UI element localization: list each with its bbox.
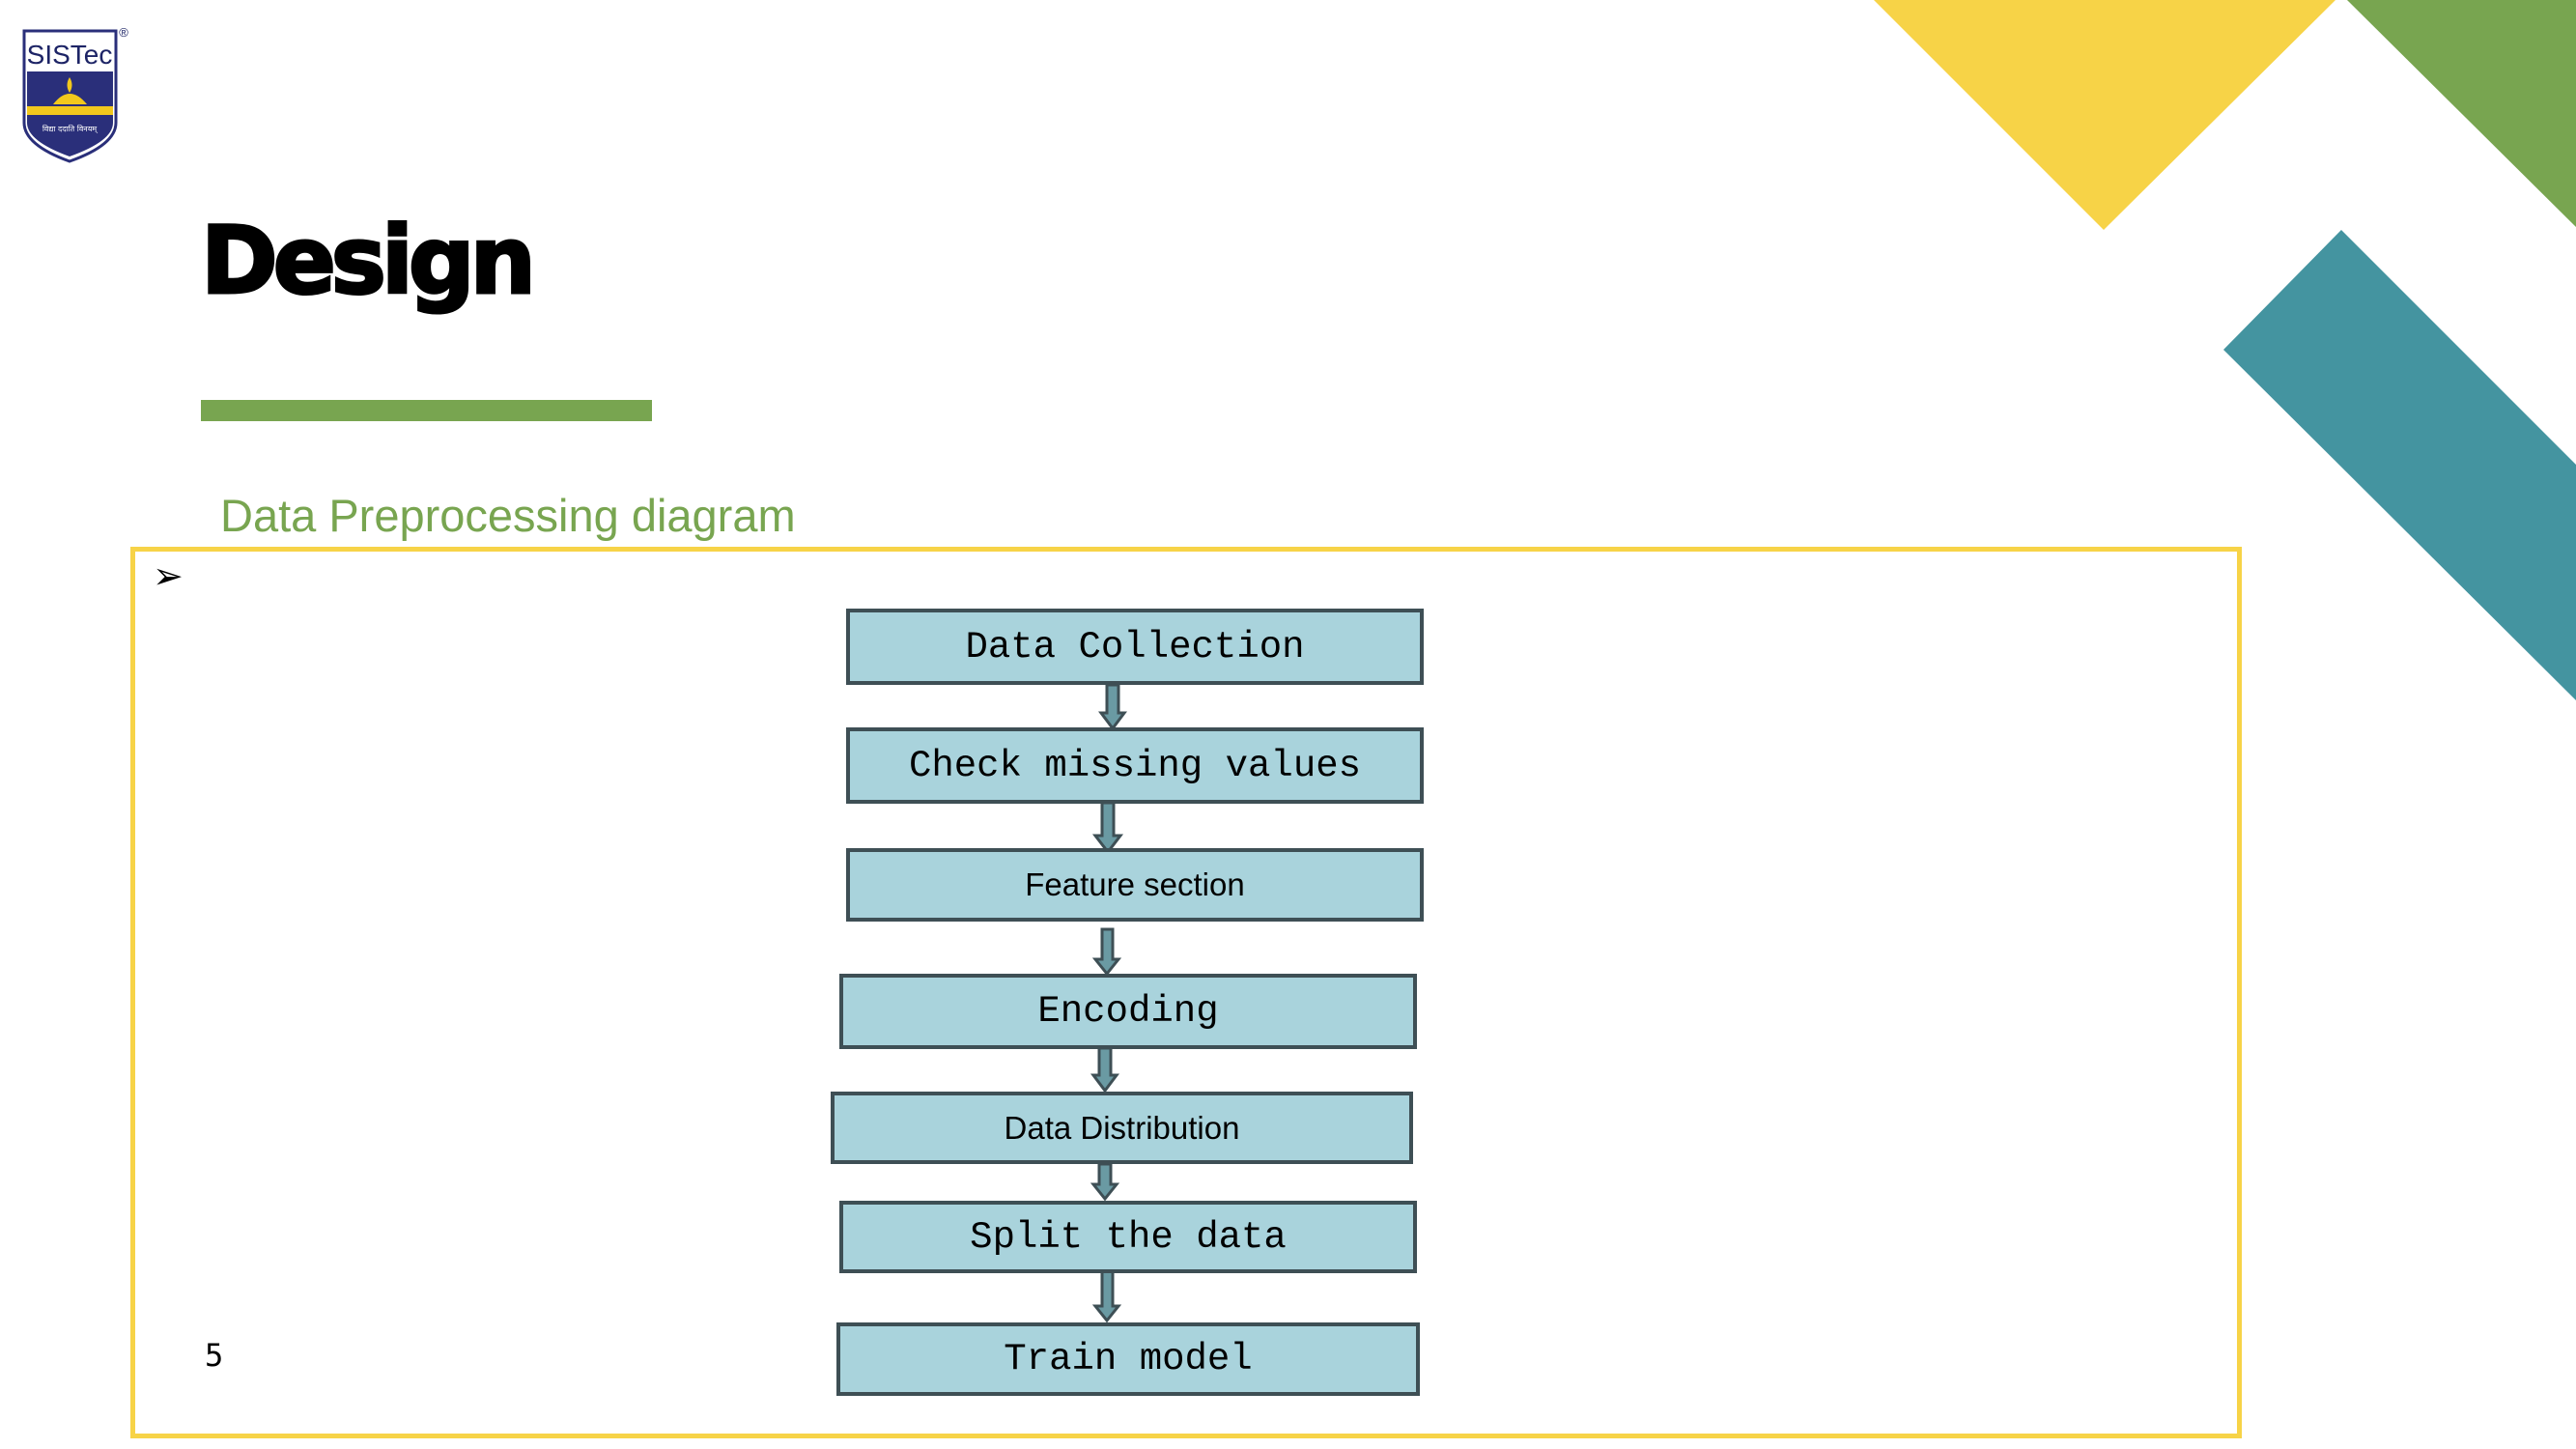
bullet-arrow-icon: ➢: [153, 554, 184, 597]
arrow-2: [1091, 801, 1124, 855]
flow-step-split-the-data: Split the data: [839, 1201, 1417, 1273]
logo-text: SISTec: [27, 40, 113, 70]
flow-step-encoding: Encoding: [839, 974, 1417, 1049]
slide-title: Design: [200, 207, 538, 315]
slide-subtitle: Data Preprocessing diagram: [220, 490, 796, 541]
title-underline: [201, 400, 652, 421]
content-frame: [130, 547, 2242, 1438]
arrow-6: [1091, 1269, 1122, 1323]
sistec-logo: SISTec ® विद्या ददाति विनयम्: [22, 25, 128, 163]
arrow-3: [1091, 927, 1122, 977]
flow-step-check-missing-values: Check missing values: [846, 727, 1424, 804]
flow-step-feature-section: Feature section: [846, 848, 1424, 922]
flow-step-train-model: Train model: [836, 1322, 1420, 1396]
arrow-5: [1090, 1162, 1120, 1202]
flow-step-data-collection: Data Collection: [846, 609, 1424, 685]
page-number: 5: [205, 1337, 224, 1374]
logo-registered-mark: ®: [119, 25, 128, 40]
arrow-1: [1098, 683, 1127, 731]
logo-motto: विद्या ददाति विनयम्: [42, 124, 99, 134]
arrow-4: [1090, 1046, 1119, 1094]
flow-step-data-distribution: Data Distribution: [831, 1092, 1413, 1164]
